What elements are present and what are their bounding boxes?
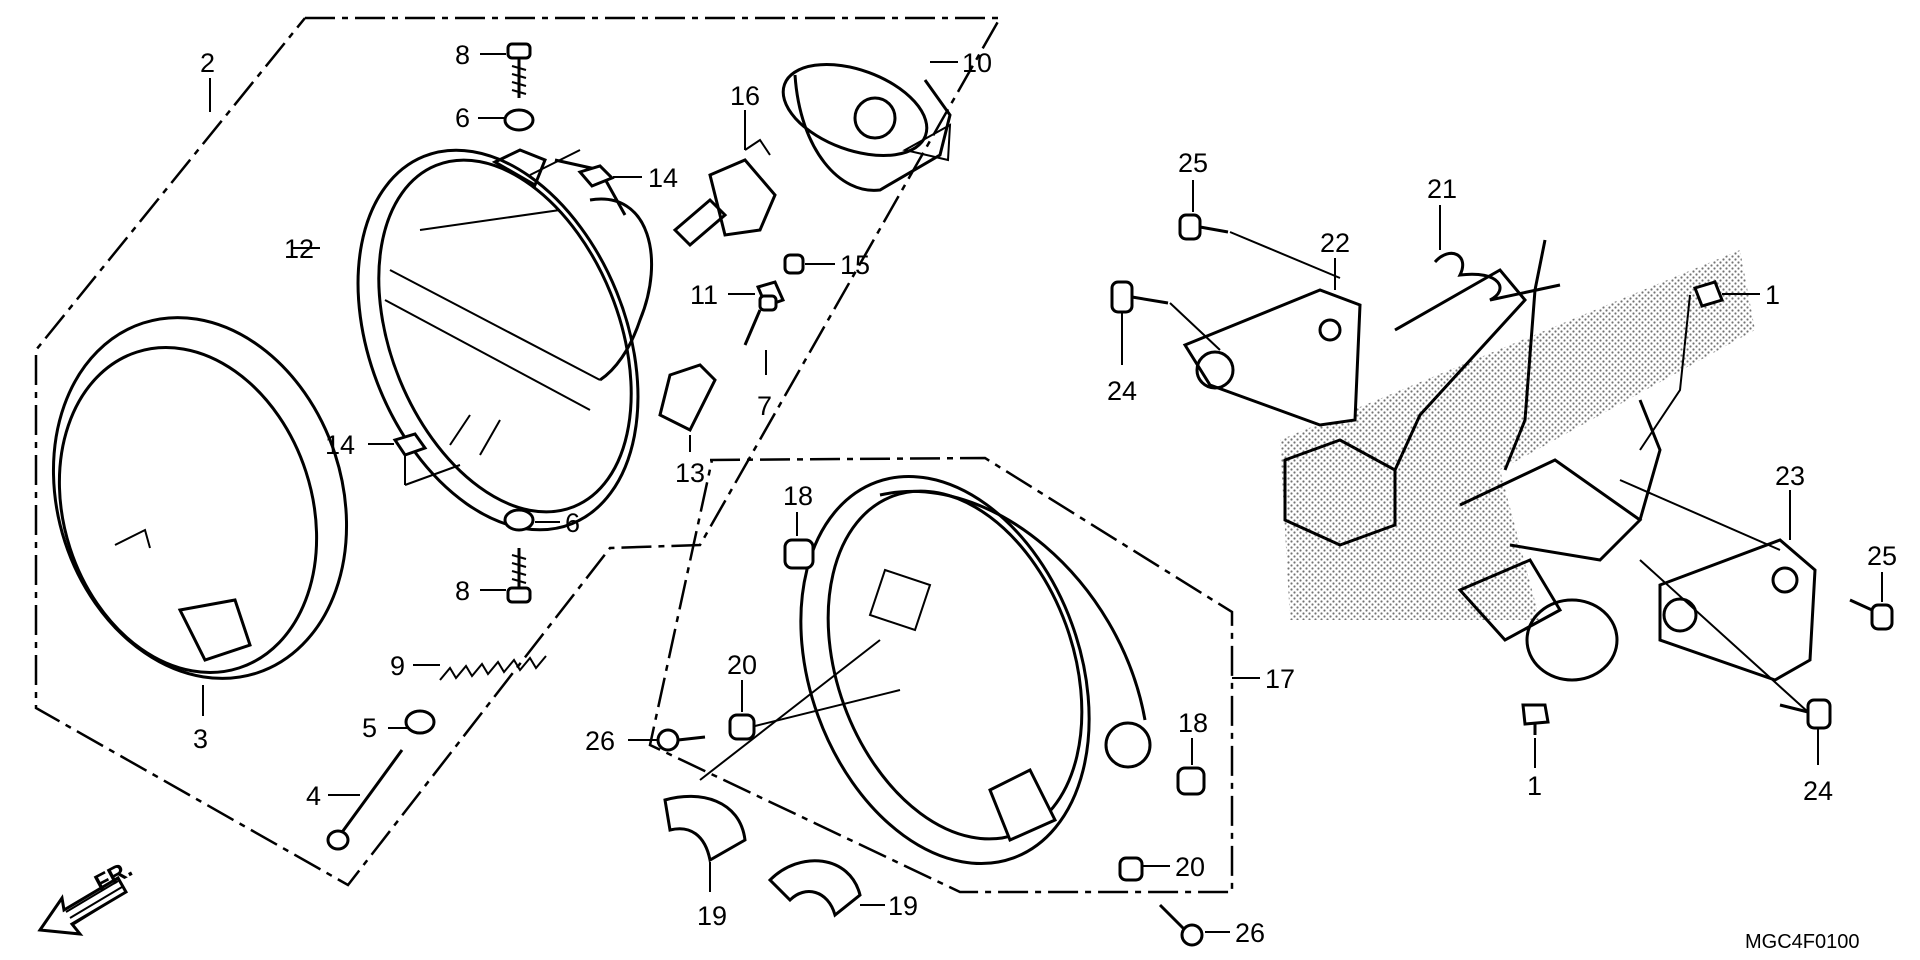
callout-26-upper: 26: [585, 726, 615, 756]
callout-24-left: 24: [1107, 376, 1137, 406]
bracket-23: [1658, 538, 1817, 682]
screw-8-lower: [506, 548, 532, 604]
callout-23: 23: [1775, 461, 1805, 491]
callout-13: 13: [675, 458, 705, 488]
callout-9: 9: [390, 651, 405, 681]
callout-1-upper: 1: [1765, 280, 1780, 310]
grommet-20-upper: [728, 713, 756, 741]
callout-labels: 2 3 4 5 6 6 7 8 8 9 10 11 12 13 14 14 15…: [193, 40, 1897, 948]
callout-14-upper: 14: [648, 163, 678, 193]
nut-5: [404, 709, 436, 735]
screw-8-upper: [506, 42, 532, 98]
callout-15: 15: [840, 250, 870, 280]
callout-12: 12: [284, 234, 314, 264]
callout-16: 16: [730, 81, 760, 111]
callout-18-lower: 18: [1178, 708, 1208, 738]
bolt-24-left: [1110, 280, 1169, 314]
front-direction-arrow: FR.: [37, 855, 137, 936]
callout-18-upper: 18: [783, 481, 813, 511]
collar-18-lower: [1176, 766, 1206, 796]
callout-2: 2: [200, 48, 215, 78]
bolt-26-upper: [656, 728, 706, 752]
headlight-assembly-boundary: [34, 16, 1003, 887]
collar-18-upper: [783, 538, 815, 570]
grommet-20-lower: [1118, 856, 1144, 882]
callout-6-lower: 6: [565, 508, 580, 538]
bulb-cover: [781, 62, 952, 192]
bracket-13: [658, 363, 717, 433]
adjusting-screw-4: [326, 749, 404, 851]
callout-19-left: 19: [697, 901, 727, 931]
callout-24-right: 24: [1803, 776, 1833, 806]
callout-25-right: 25: [1867, 541, 1897, 571]
headlight-case: [799, 474, 1152, 866]
callout-5: 5: [362, 713, 377, 743]
callout-26-lower: 26: [1235, 918, 1265, 948]
nut-14-upper: [577, 164, 615, 188]
diagram-code: MGC4F0100: [1745, 931, 1860, 953]
bracket-22: [1182, 288, 1362, 427]
callout-25-left: 25: [1178, 148, 1208, 178]
clip-15: [783, 253, 805, 275]
callout-17: 17: [1265, 664, 1295, 694]
callout-7: 7: [757, 391, 772, 421]
bolt-24-right: [1779, 698, 1832, 730]
clamp-19-left: [663, 794, 747, 863]
nut-1-lower: [1521, 703, 1550, 735]
headlight-bulb: [672, 138, 777, 248]
screw-7: [743, 294, 778, 346]
wire-clip-21: [1433, 251, 1561, 302]
callout-22: 22: [1320, 228, 1350, 258]
callout-1-lower: 1: [1527, 771, 1542, 801]
nut-14-lower: [392, 432, 428, 457]
callout-20-lower: 20: [1175, 852, 1205, 882]
headlight-rim: [51, 316, 349, 680]
washer-6-upper: [503, 108, 535, 132]
leader-lines: [202, 53, 1883, 933]
headlight-unit: [356, 148, 653, 532]
callout-19-right: 19: [888, 891, 918, 921]
bolt-25-left: [1178, 213, 1229, 241]
callout-6-upper: 6: [455, 103, 470, 133]
callout-11: 11: [690, 280, 718, 310]
nut-1-upper: [1693, 280, 1724, 308]
spring-9: [439, 655, 547, 681]
headlight-case-boundary: [648, 456, 1234, 894]
callout-3: 3: [193, 724, 208, 754]
callout-8-lower: 8: [455, 576, 470, 606]
callout-14-lower: 14: [325, 430, 355, 460]
headlight-stay-frame: [1283, 239, 1691, 682]
callout-20-upper: 20: [727, 650, 757, 680]
bolt-25-right: [1849, 598, 1894, 631]
callout-4: 4: [306, 781, 321, 811]
callout-8-upper: 8: [455, 40, 470, 70]
callout-21: 21: [1427, 174, 1457, 204]
callout-10: 10: [962, 48, 992, 78]
clamp-19-right: [767, 859, 862, 918]
washer-6-lower: [503, 508, 535, 532]
bolt-26-lower: [1158, 903, 1204, 947]
